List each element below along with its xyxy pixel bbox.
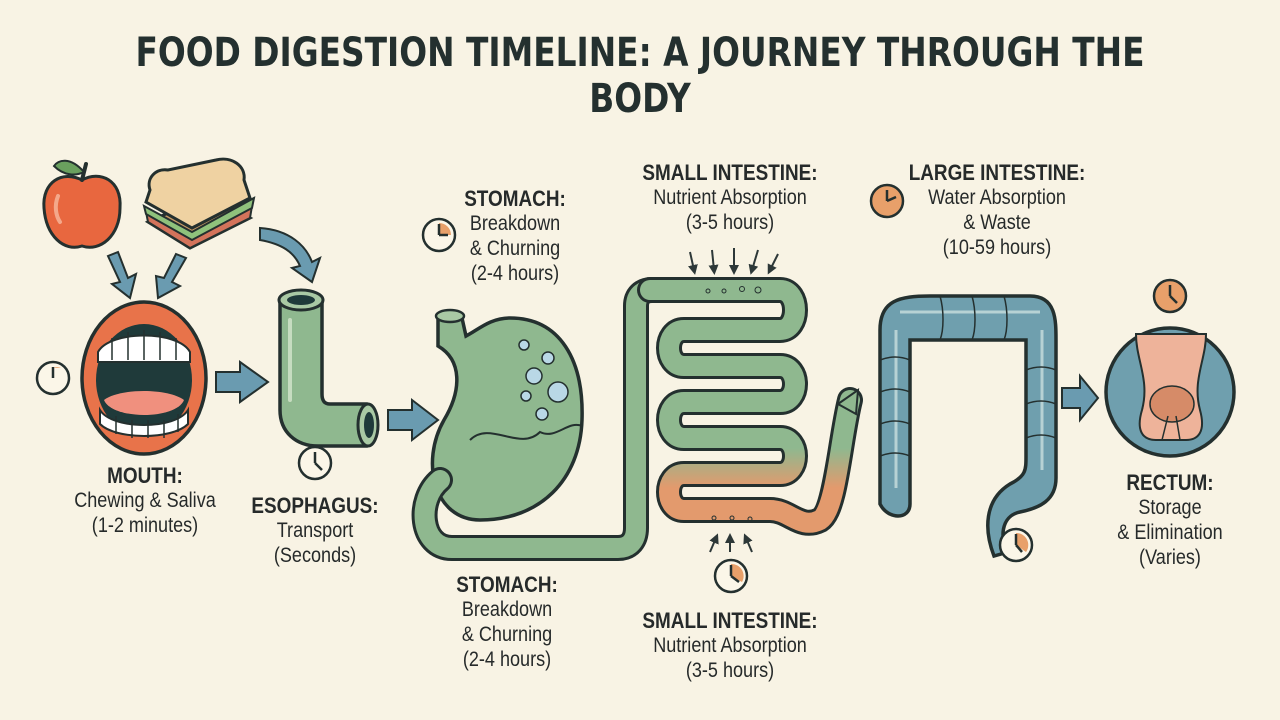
apple-icon <box>42 159 122 249</box>
small-intestine-icon <box>637 248 863 553</box>
stage-name: STOMACH: <box>464 186 566 211</box>
stage-process: & Elimination <box>1117 521 1223 544</box>
stage-duration: (10-59 hours) <box>942 236 1052 259</box>
stage-process: Breakdown <box>469 212 561 235</box>
clock-icon-small-intestine <box>713 558 749 594</box>
stage-process: Nutrient Absorption <box>653 634 807 657</box>
label-stomach-bottom: STOMACH: Breakdown & Churning (2-4 hours… <box>443 572 572 672</box>
stage-process: Transport <box>276 519 354 542</box>
stage-duration: (3-5 hours) <box>685 659 775 682</box>
stage-process: Water Absorption <box>928 186 1066 209</box>
clock-icon-rectum <box>1152 278 1188 314</box>
stage-duration: (2-4 hours) <box>470 262 560 285</box>
stage-name: STOMACH: <box>456 572 558 597</box>
rectum-icon <box>1104 326 1236 458</box>
stage-name: LARGE INTESTINE: <box>908 160 1086 185</box>
clock-icon-colon <box>998 527 1034 563</box>
clock-icon-stomach <box>421 217 457 253</box>
stage-duration: (1-2 minutes) <box>91 514 199 537</box>
esophagus-icon <box>277 288 380 448</box>
stage-name: ESOPHAGUS: <box>251 493 379 518</box>
page-title: FOOD DIGESTION TIMELINE: A JOURNEY THROU… <box>135 30 1145 122</box>
arrow-icons <box>106 226 1100 443</box>
stage-duration: (2-4 hours) <box>462 648 552 671</box>
stage-process: Breakdown <box>461 598 553 621</box>
stage-process: & Churning <box>461 623 553 646</box>
label-small-intestine-bottom: SMALL INTESTINE: Nutrient Absorption (3-… <box>635 608 824 683</box>
large-intestine-icon <box>878 294 1058 559</box>
label-esophagus: ESOPHAGUS: Transport (Seconds) <box>233 493 396 568</box>
clock-icon-mouth <box>35 360 71 396</box>
clock-icon-large-intestine <box>869 183 905 219</box>
stage-name: SMALL INTESTINE: <box>642 160 818 185</box>
label-stomach-top: STOMACH: Breakdown & Churning (2-4 hours… <box>451 186 580 286</box>
label-small-intestine-top: SMALL INTESTINE: Nutrient Absorption (3-… <box>635 160 824 235</box>
stage-process: Chewing & Saliva <box>74 489 216 512</box>
label-mouth: MOUTH: Chewing & Saliva (1-2 minutes) <box>55 463 236 538</box>
stage-process: & Waste <box>963 211 1031 234</box>
sandwich-icon <box>142 157 256 250</box>
stage-process: Storage <box>1138 496 1202 519</box>
label-large-intestine: LARGE INTESTINE: Water Absorption & Wast… <box>907 160 1088 260</box>
stage-name: RECTUM: <box>1126 470 1214 495</box>
stage-duration: (Varies) <box>1139 546 1201 569</box>
clock-icons <box>35 183 1188 594</box>
mouth-icon <box>80 300 208 456</box>
stage-name: SMALL INTESTINE: <box>642 608 818 633</box>
stage-process: & Churning <box>469 237 561 260</box>
stage-name: MOUTH: <box>107 463 183 488</box>
stomach-icon <box>411 277 665 561</box>
stage-duration: (3-5 hours) <box>685 211 775 234</box>
stage-process: Nutrient Absorption <box>653 186 807 209</box>
stage-duration: (Seconds) <box>273 544 357 567</box>
label-rectum: RECTUM: Storage & Elimination (Varies) <box>1110 470 1230 570</box>
clock-icon-esophagus <box>297 445 333 481</box>
